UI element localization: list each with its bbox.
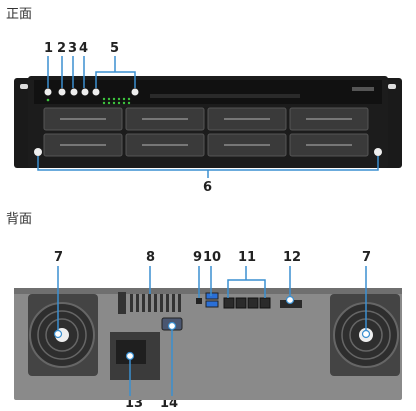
callout-4: 4 [79,41,89,56]
callout-7-right: 7 [362,250,372,265]
callout-6: 6 [203,180,213,195]
callout-9: 9 [193,250,203,265]
back-chassis [14,288,402,400]
callout-11: 11 [238,250,257,265]
front-callout-lines [37,56,379,178]
callout-8: 8 [146,250,156,265]
fan-icon [28,294,98,376]
usb-port-icon [205,292,219,308]
callout-5: 5 [110,41,120,56]
vent-grille [118,292,181,314]
back-section-title: 背面 [6,212,33,227]
callout-1: 1 [44,41,54,56]
callout-2: 2 [57,41,67,56]
front-chassis [14,76,402,168]
callout-12: 12 [283,250,302,265]
status-leds [46,97,131,105]
back-callout-lines [57,266,367,396]
callout-3: 3 [68,41,78,56]
callout-10: 10 [203,250,222,265]
callout-target-dots [53,295,371,361]
front-section-title: 正面 [6,7,33,22]
callout-7-left: 7 [54,250,64,265]
